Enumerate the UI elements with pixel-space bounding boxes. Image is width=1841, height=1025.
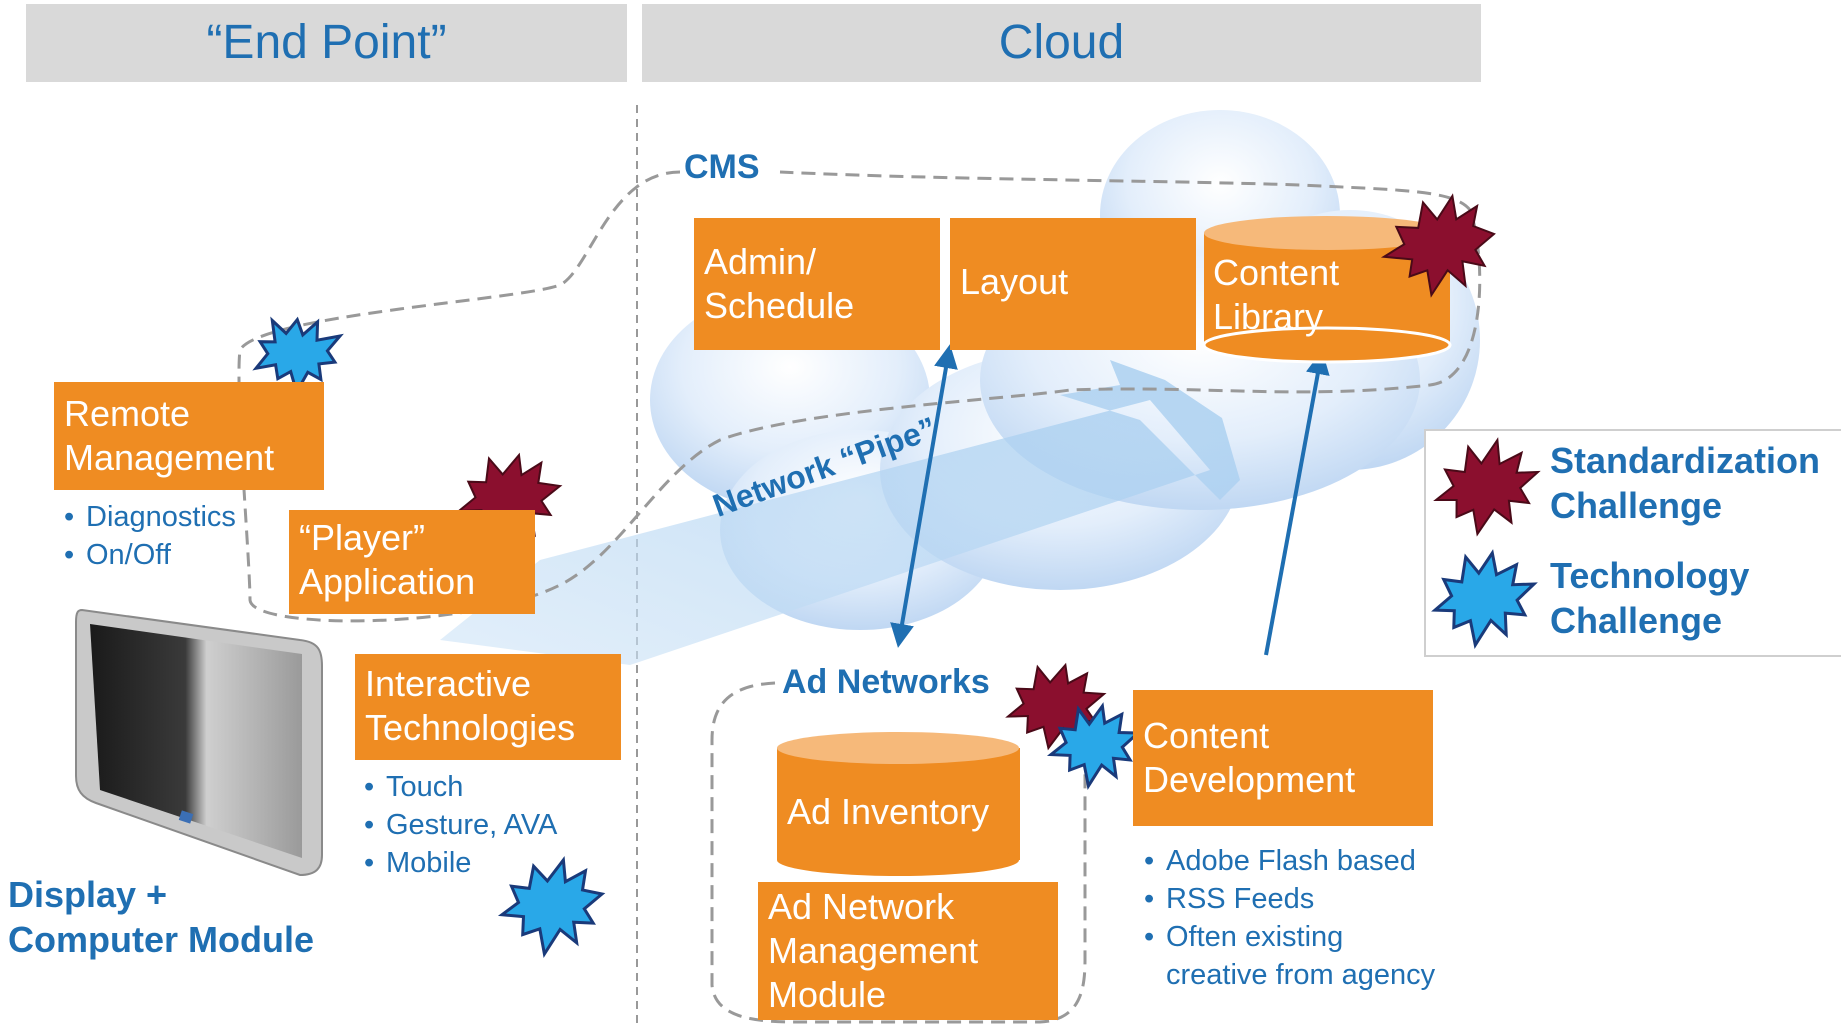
display-line2: Computer Module	[8, 919, 314, 960]
standardization-legend-icon	[1433, 437, 1541, 537]
technology-legend-icon	[1431, 549, 1538, 649]
technology-legend-label: Technology Challenge	[1550, 553, 1749, 643]
content-dev-line2: Development	[1143, 759, 1356, 800]
network-pipe-arrow	[440, 360, 1240, 665]
bullet-existing: Often existing	[1142, 918, 1435, 956]
ad-network-mgmt-box: Ad Network Management Module	[758, 882, 1058, 1020]
interactive-bullets: Touch Gesture, AVA Mobile	[362, 768, 557, 882]
library-line1: Content	[1213, 252, 1340, 293]
library-line2: Library	[1213, 296, 1324, 337]
mgmt-line2: Management	[768, 930, 979, 971]
content-dev-line1: Content	[1143, 715, 1270, 756]
endpoint-header: “End Point”	[26, 4, 627, 82]
technology-challenge-icon	[497, 856, 606, 959]
technology-line2: Challenge	[1550, 600, 1723, 641]
ad-inventory-label: Ad Inventory	[787, 791, 990, 832]
ad-inventory-cylinder	[777, 732, 1020, 876]
bullet-rss: RSS Feeds	[1142, 880, 1435, 918]
interactive-technologies-box: Interactive Technologies	[355, 654, 621, 760]
bullet-on-off: On/Off	[62, 536, 236, 574]
remote-bullets: Diagnostics On/Off	[62, 498, 236, 574]
bullet-agency: creative from agency	[1166, 959, 1436, 991]
cloud-header: Cloud	[642, 4, 1481, 82]
bullet-mobile: Mobile	[362, 844, 557, 882]
technology-challenge-icon	[252, 316, 344, 396]
display-device	[75, 608, 323, 877]
cms-ad-arrow	[890, 344, 958, 648]
content-library-arrow	[1264, 350, 1330, 656]
layout-box: Layout	[950, 218, 1196, 350]
standardization-line1: Standardization	[1550, 440, 1821, 481]
player-line1: “Player”	[299, 517, 426, 558]
technology-challenge-icon	[1046, 702, 1142, 790]
display-module-label: Display + Computer Module	[8, 872, 314, 962]
remote-line2: Management	[64, 437, 275, 478]
admin-schedule-box: Admin/ Schedule	[694, 218, 940, 350]
bullet-flash: Adobe Flash based	[1142, 842, 1435, 880]
mgmt-line3: Module	[768, 974, 887, 1015]
interactive-line2: Technologies	[365, 707, 576, 748]
remote-management-box: Remote Management	[54, 382, 324, 490]
bullet-gesture: Gesture, AVA	[362, 806, 557, 844]
standardization-line2: Challenge	[1550, 485, 1723, 526]
bullet-touch: Touch	[362, 768, 557, 806]
content-development-box: Content Development	[1133, 690, 1433, 826]
remote-line1: Remote	[64, 393, 191, 434]
player-line2: Application	[299, 561, 476, 602]
interactive-line1: Interactive	[365, 663, 532, 704]
bullet-diagnostics: Diagnostics	[62, 498, 236, 536]
layout-label: Layout	[960, 261, 1069, 302]
ad-networks-label: Ad Networks	[782, 663, 990, 701]
technology-line1: Technology	[1550, 555, 1750, 596]
admin-line1: Admin/	[704, 241, 817, 282]
content-library-label: Content Library	[1213, 251, 1339, 339]
standardization-legend-label: Standardization Challenge	[1550, 438, 1820, 528]
standardization-challenge-icon	[1380, 193, 1496, 298]
mgmt-line1: Ad Network	[768, 886, 955, 927]
display-line1: Display +	[8, 874, 168, 915]
admin-line2: Schedule	[704, 285, 855, 326]
content-dev-bullets: Adobe Flash based RSS Feeds Often existi…	[1142, 842, 1435, 994]
cms-label: CMS	[684, 148, 760, 186]
player-application-box: “Player” Application	[289, 510, 535, 614]
